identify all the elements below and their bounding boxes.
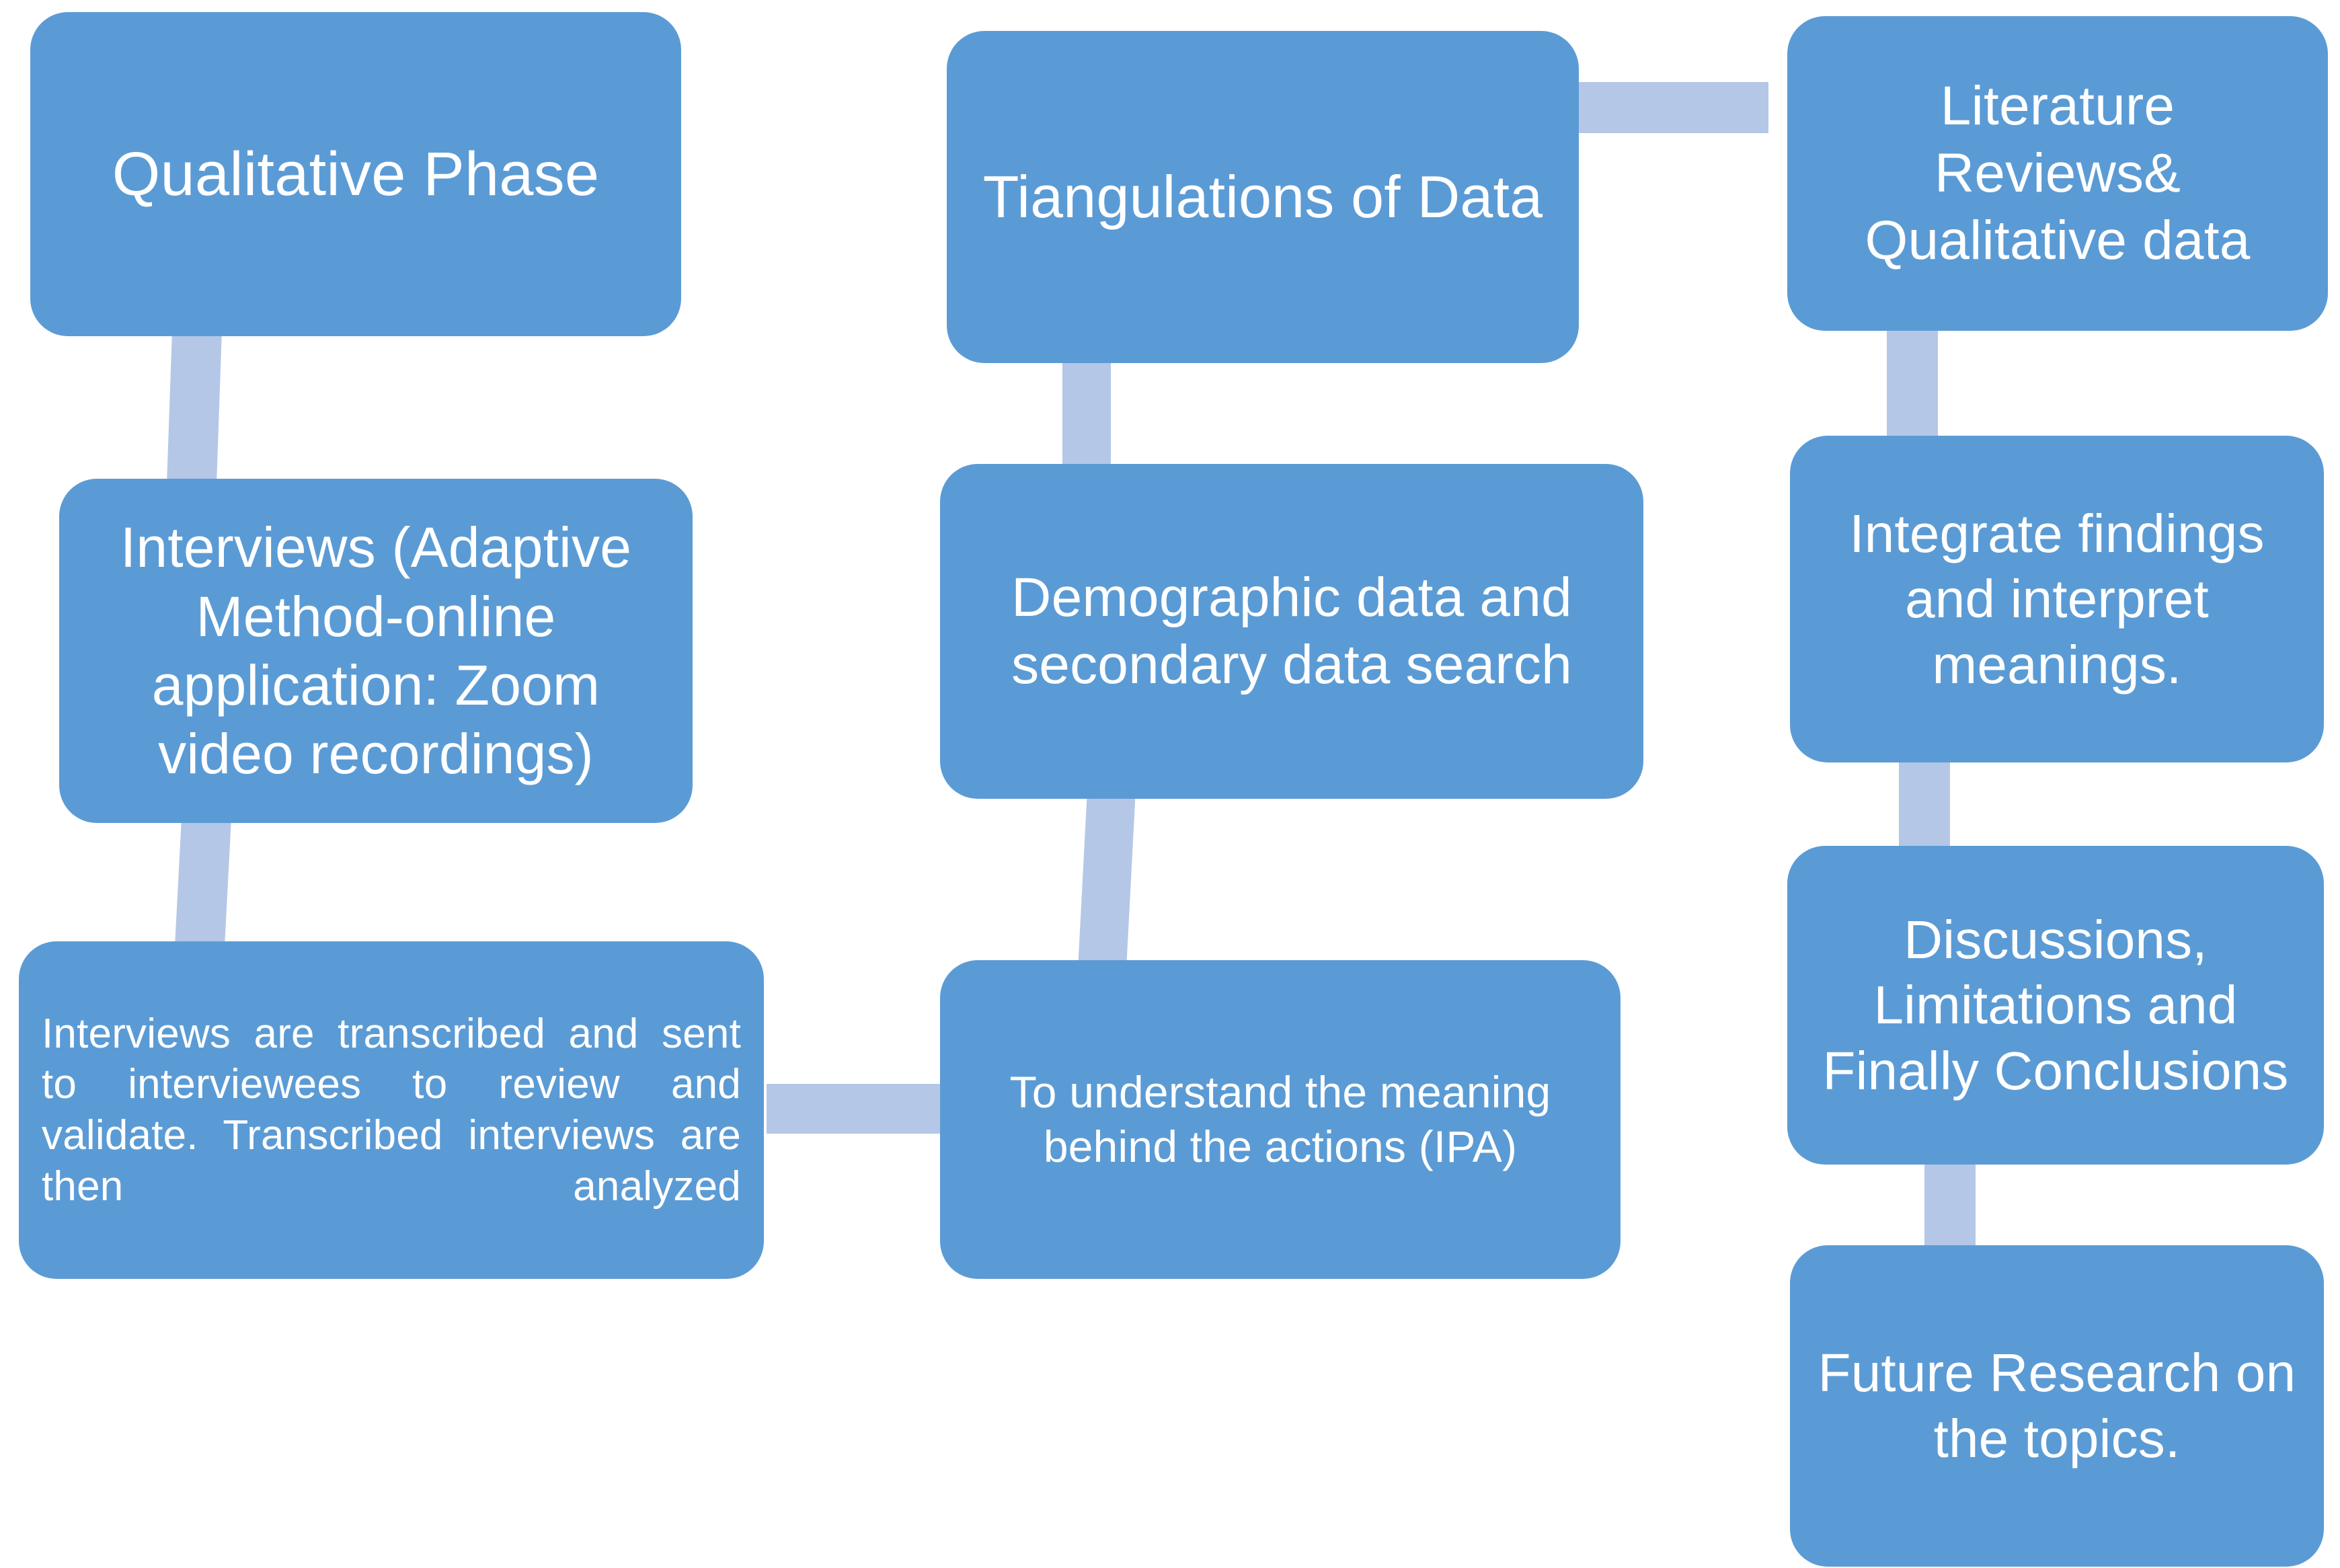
- node-interviews-method[interactable]: Interviews (Adaptive Method-online appli…: [59, 479, 693, 823]
- node-qualitative-phase-label: Qualitative Phase: [112, 139, 600, 208]
- connector-integrate-to-discussions: [1899, 761, 1950, 847]
- connector-transcribed-to-ipa: [767, 1084, 943, 1134]
- node-literature-reviews[interactable]: Literature Reviews& Qualitative data: [1787, 16, 2328, 331]
- node-interviews-method-label: Interviews (Adaptive Method-online appli…: [120, 516, 632, 786]
- connector-triangulations-to-demographic: [1062, 362, 1111, 465]
- node-literature-reviews-label: Literature Reviews& Qualitative data: [1865, 75, 2251, 272]
- connector-interviews-to-transcribed: [175, 822, 231, 943]
- node-demographic-data-label: Demographic data and secondary data sear…: [1011, 566, 1572, 695]
- node-integrate-findings[interactable]: Integrate findings and interpret meaning…: [1790, 436, 2324, 762]
- connector-discussions-to-future: [1924, 1163, 1976, 1247]
- connector-demographic-to-ipa: [1078, 797, 1136, 962]
- node-transcribed-interviews[interactable]: Interviews are transcribed and sent to i…: [19, 941, 764, 1279]
- node-qualitative-phase[interactable]: Qualitative Phase: [30, 12, 681, 336]
- node-integrate-findings-label: Integrate findings and interpret meaning…: [1849, 503, 2265, 695]
- node-demographic-data[interactable]: Demographic data and secondary data sear…: [940, 464, 1643, 799]
- node-future-research[interactable]: Future Research on the topics.: [1790, 1245, 2324, 1567]
- node-triangulations-of-data[interactable]: Tiangulations of Data: [947, 31, 1579, 363]
- node-discussions-limitations-conclusions-label: Discussions, Limitations and Finally Con…: [1822, 909, 2289, 1101]
- connector-literature-to-integrate: [1887, 329, 1938, 437]
- connector-triangulations-to-literature: [1575, 82, 1768, 133]
- node-future-research-label: Future Research on the topics.: [1818, 1343, 2296, 1468]
- connector-qualitative-phase-to-interviews: [167, 335, 222, 480]
- node-triangulations-of-data-label: Tiangulations of Data: [982, 163, 1543, 231]
- node-discussions-limitations-conclusions[interactable]: Discussions, Limitations and Finally Con…: [1787, 846, 2324, 1165]
- node-transcribed-interviews-label: Interviews are transcribed and sent to i…: [42, 1010, 741, 1210]
- node-understand-meaning-ipa-label: To understand the meaning behind the act…: [1009, 1067, 1551, 1171]
- node-understand-meaning-ipa[interactable]: To understand the meaning behind the act…: [940, 960, 1621, 1279]
